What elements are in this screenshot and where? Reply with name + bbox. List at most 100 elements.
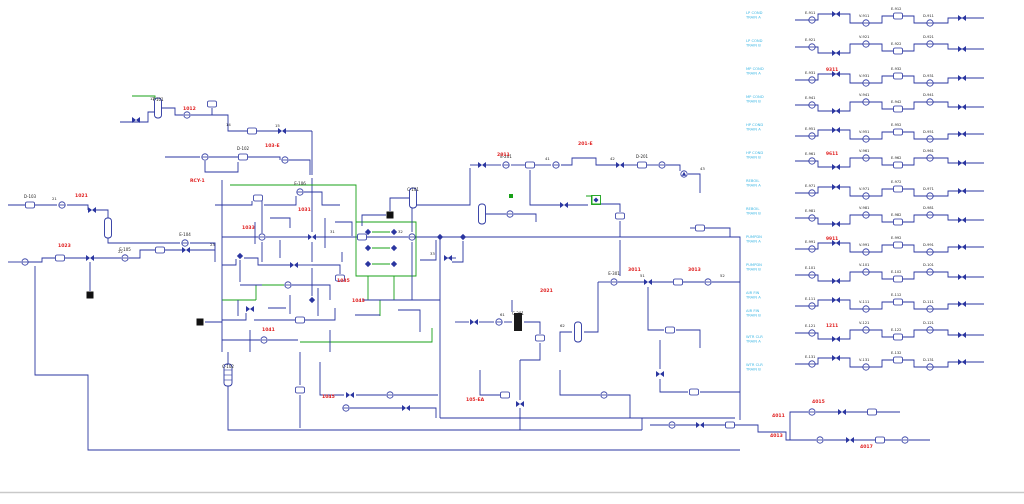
stream-line[interactable] [529,170,560,206]
valve-icon[interactable] [832,11,840,17]
stream-line[interactable] [514,213,537,222]
stream-line[interactable] [452,241,464,263]
column-icon[interactable] [104,217,112,239]
exchanger-icon[interactable] [926,326,934,334]
valve-icon[interactable] [958,301,966,307]
stream-line[interactable] [520,343,541,361]
stream-line[interactable] [559,331,572,352]
exchanger-icon[interactable] [926,268,934,276]
stream-line[interactable] [96,209,109,218]
stream-line[interactable] [215,201,253,206]
stream-line[interactable] [227,385,460,431]
exchanger-icon[interactable] [808,132,816,140]
drum-icon[interactable] [867,408,877,416]
exchanger-icon[interactable] [495,318,503,326]
exchanger-icon[interactable] [808,302,816,310]
stream-line[interactable] [312,264,341,274]
exchanger-icon[interactable] [808,16,816,24]
unit-block-icon[interactable] [386,211,394,219]
valve-icon[interactable] [832,297,840,303]
stream-line[interactable] [398,309,421,332]
drum-icon[interactable] [893,161,903,169]
valve-icon[interactable] [958,75,966,81]
exchanger-icon[interactable] [281,156,289,164]
stream-line[interactable] [292,284,331,300]
tee-icon[interactable] [459,233,467,241]
valve-icon[interactable] [656,371,664,377]
exchanger-icon[interactable] [816,436,824,444]
exchanger-icon[interactable]: E-201 [500,154,512,169]
tee-icon[interactable] [436,233,444,241]
exchanger-icon[interactable] [926,154,934,162]
exchanger-icon[interactable] [808,101,816,109]
valve-icon[interactable] [832,278,840,284]
stream-line[interactable] [319,362,344,396]
stream-line[interactable] [34,266,740,451]
valve-icon[interactable] [958,244,966,250]
pump-icon[interactable] [680,170,688,178]
valve-icon[interactable] [444,255,452,261]
exchanger-icon[interactable] [926,79,934,87]
stream-line[interactable] [191,114,248,132]
exchanger-icon[interactable]: E-106 [294,181,306,196]
unit-block-icon[interactable] [196,318,204,326]
valve-icon[interactable] [958,359,966,365]
drum-icon[interactable]: D-201 [636,154,649,169]
drum-icon[interactable] [335,274,345,282]
exchanger-icon[interactable] [862,154,870,162]
stream-line[interactable] [335,221,353,236]
stream-line[interactable] [795,129,984,140]
exchanger-icon[interactable] [342,404,350,412]
exchanger-icon[interactable] [600,391,608,399]
valve-icon[interactable] [832,336,840,342]
stream-line[interactable] [129,249,155,259]
stream-line[interactable] [795,242,984,253]
exchanger-icon[interactable] [808,189,816,197]
exchanger-icon[interactable] [926,305,934,313]
drum-icon[interactable] [295,316,305,324]
exchanger-icon[interactable] [58,201,66,209]
drum-icon[interactable] [893,218,903,226]
exchanger-icon[interactable] [808,329,816,337]
exchanger-icon[interactable] [862,40,870,48]
valve-icon[interactable] [832,240,840,246]
exchanger-icon[interactable] [808,408,816,416]
exchanger-icon[interactable] [862,268,870,276]
stream-line[interactable] [222,259,237,266]
valve-icon[interactable] [132,117,140,123]
valve-icon[interactable] [832,127,840,133]
exchanger-icon[interactable] [201,153,209,161]
stream-line[interactable] [304,191,340,206]
valve-icon[interactable] [644,279,652,285]
stream-line[interactable] [789,411,808,440]
valve-icon[interactable] [696,422,704,428]
drum-icon[interactable]: D-103 [24,194,37,209]
stream-line[interactable] [795,73,984,84]
stream-line[interactable] [795,299,984,310]
stream-line[interactable] [795,43,984,54]
exchanger-icon[interactable] [808,271,816,279]
drum-icon[interactable] [893,298,903,306]
tee-icon[interactable] [390,228,398,236]
stream-line[interactable] [688,173,701,193]
exchanger-icon[interactable] [808,43,816,51]
exchanger-icon[interactable] [901,436,909,444]
valve-icon[interactable] [832,50,840,56]
stream-line[interactable] [586,195,602,205]
exchanger-icon[interactable] [658,161,666,169]
exchanger-icon[interactable] [926,248,934,256]
exchanger-icon[interactable] [926,98,934,106]
valve-icon[interactable] [958,217,966,223]
stream-line[interactable] [795,357,984,368]
exchanger-icon[interactable]: E-104 [179,232,191,247]
valve-icon[interactable] [832,355,840,361]
stream-line[interactable] [600,203,621,212]
stream-line[interactable] [795,13,984,24]
exchanger-icon[interactable] [552,161,560,169]
valve-icon[interactable] [308,234,316,240]
stream-line[interactable] [270,217,291,228]
exchanger-icon[interactable] [862,98,870,106]
exchanger-icon[interactable]: E-105 [119,247,131,262]
stream-line[interactable] [420,240,437,261]
valve-icon[interactable] [832,71,840,77]
